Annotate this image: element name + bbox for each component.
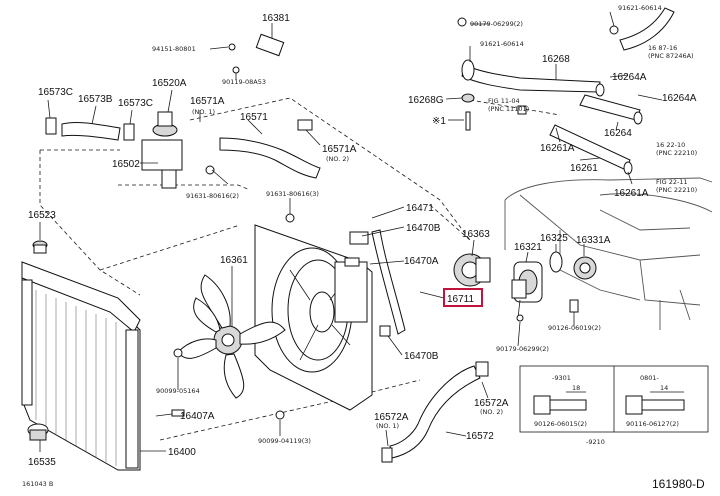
inset-bolt-boxes	[519, 365, 709, 433]
label-16571a-no1: (NO. 1)	[192, 108, 215, 116]
inset-a-head: -9301	[552, 374, 571, 382]
label-16470a: 16470A	[404, 256, 439, 267]
label-90119-08a53: 90119-08A53	[222, 78, 266, 86]
engine-block-outline	[504, 177, 713, 330]
leader-lines	[39, 11, 663, 452]
label-16571: 16571	[240, 112, 268, 123]
footer-right-code: 161980-D	[652, 477, 705, 491]
label-90126-06019: 90126-06019(2)	[548, 324, 601, 332]
label-16471: 16471	[406, 203, 434, 214]
part-labels: 16381 90179-06299(2) 91621-60614 94151-8…	[22, 4, 705, 491]
label-16571a-top: 16571A	[190, 96, 225, 107]
ref-pnc-22210-a: (PNC 22210)	[656, 149, 697, 157]
label-16400: 16400	[168, 447, 196, 458]
label-94151-80801: 94151-80801	[152, 45, 196, 53]
label-16470b-bot: 16470B	[404, 351, 439, 362]
ref-fig-11-04: FIG 11-04	[488, 97, 520, 105]
label-16571a-no2: (NO. 2)	[326, 155, 349, 163]
label-16381: 16381	[262, 13, 290, 24]
label-16520a: 16520A	[152, 78, 187, 89]
label-16261: 16261	[570, 163, 598, 174]
label-16502: 16502	[112, 159, 140, 170]
water-outlet-16321	[511, 261, 543, 319]
footer-left-code: 161043 B	[22, 480, 53, 488]
label-16572a-right-no2: (NO. 2)	[480, 408, 503, 416]
label-16268: 16268	[542, 54, 570, 65]
label-16573b: 16573B	[78, 94, 113, 105]
label-90179-06299-top: 90179-06299(2)	[470, 20, 523, 28]
label-16711: 16711	[447, 294, 475, 305]
radiator-16400	[21, 240, 141, 471]
label-16321: 16321	[514, 242, 542, 253]
label-16264: 16264	[604, 128, 632, 139]
label-16573c-left: 16573C	[38, 87, 73, 98]
inset-b-dim: 14	[660, 384, 668, 392]
ref-pnc-87246a: (PNC 87246A)	[648, 52, 694, 60]
inset-a-dim: 18	[572, 384, 580, 392]
label-91621-60614-mid: 91621-60614	[480, 40, 524, 48]
label-16572a-bot-no1: (NO. 1)	[376, 422, 399, 430]
label-16572a-bot: 16572A	[374, 412, 409, 423]
reservoir-16470a	[349, 229, 406, 337]
upper-hose-16571	[219, 137, 321, 179]
label-16535: 16535	[28, 457, 56, 468]
fan-16361	[177, 274, 286, 399]
label-16264a-top: 16264A	[612, 72, 647, 83]
ref-pnc-11101: (PNC 11101)	[488, 105, 529, 113]
label-16331a: 16331A	[576, 235, 611, 246]
ref-fig-22-11: FIG 22-11	[656, 178, 688, 186]
fan-shroud-16711	[254, 224, 373, 411]
label-16572a-right: 16572A	[474, 398, 509, 409]
lower-hose-16572	[381, 361, 489, 463]
fasteners	[171, 17, 619, 420]
label-90099-04119: 90099-04119(3)	[258, 437, 311, 445]
ref-pnc-22210-b: (PNC 22210)	[656, 186, 697, 194]
label-16264a-right: 16264A	[662, 93, 697, 104]
radiator-inlet-16502	[141, 111, 183, 189]
label-90179-06299-mid: 90179-06299(2)	[496, 345, 549, 353]
label-91621-60614-top: 91621-60614	[618, 4, 662, 12]
highlight-box	[443, 288, 483, 307]
thermostat-16331a	[549, 251, 597, 313]
ref-16-22-10: 16 22-10	[656, 141, 685, 149]
label-90099-05164: 90099-05164	[156, 387, 200, 395]
label-16261a-bot: 16261A	[614, 188, 649, 199]
label-16325: 16325	[540, 233, 568, 244]
hose-16573b	[45, 117, 135, 141]
bypass-hoses	[461, 7, 675, 175]
label-91631-80616-left: 91631-80616(2)	[186, 192, 239, 200]
label-16470b-top: 16470B	[406, 223, 441, 234]
label-16573c-mid: 16573C	[118, 98, 153, 109]
label-16572: 16572	[466, 431, 494, 442]
inset-bottom-code: -9210	[586, 438, 605, 446]
inset-b-part-number: 90116-06127(2)	[626, 420, 679, 428]
label-16361: 16361	[220, 255, 248, 266]
label-16363: 16363	[462, 229, 490, 240]
label-16407a: 16407A	[180, 411, 215, 422]
fan-motor-16363	[453, 253, 491, 287]
label-16571a-mid: 16571A	[322, 144, 357, 155]
label-mark-1: ※1	[432, 116, 446, 127]
label-91631-80616-mid: 91631-80616(3)	[266, 190, 319, 198]
inset-a-part-number: 90126-06015(2)	[534, 420, 587, 428]
label-16261a-top: 16261A	[540, 143, 575, 154]
ref-16-87-16: 16 87-16	[648, 44, 677, 52]
inset-b-head: 0801-	[640, 374, 660, 382]
label-16268g: 16268G	[408, 95, 444, 106]
label-16523: 16523	[28, 210, 56, 221]
